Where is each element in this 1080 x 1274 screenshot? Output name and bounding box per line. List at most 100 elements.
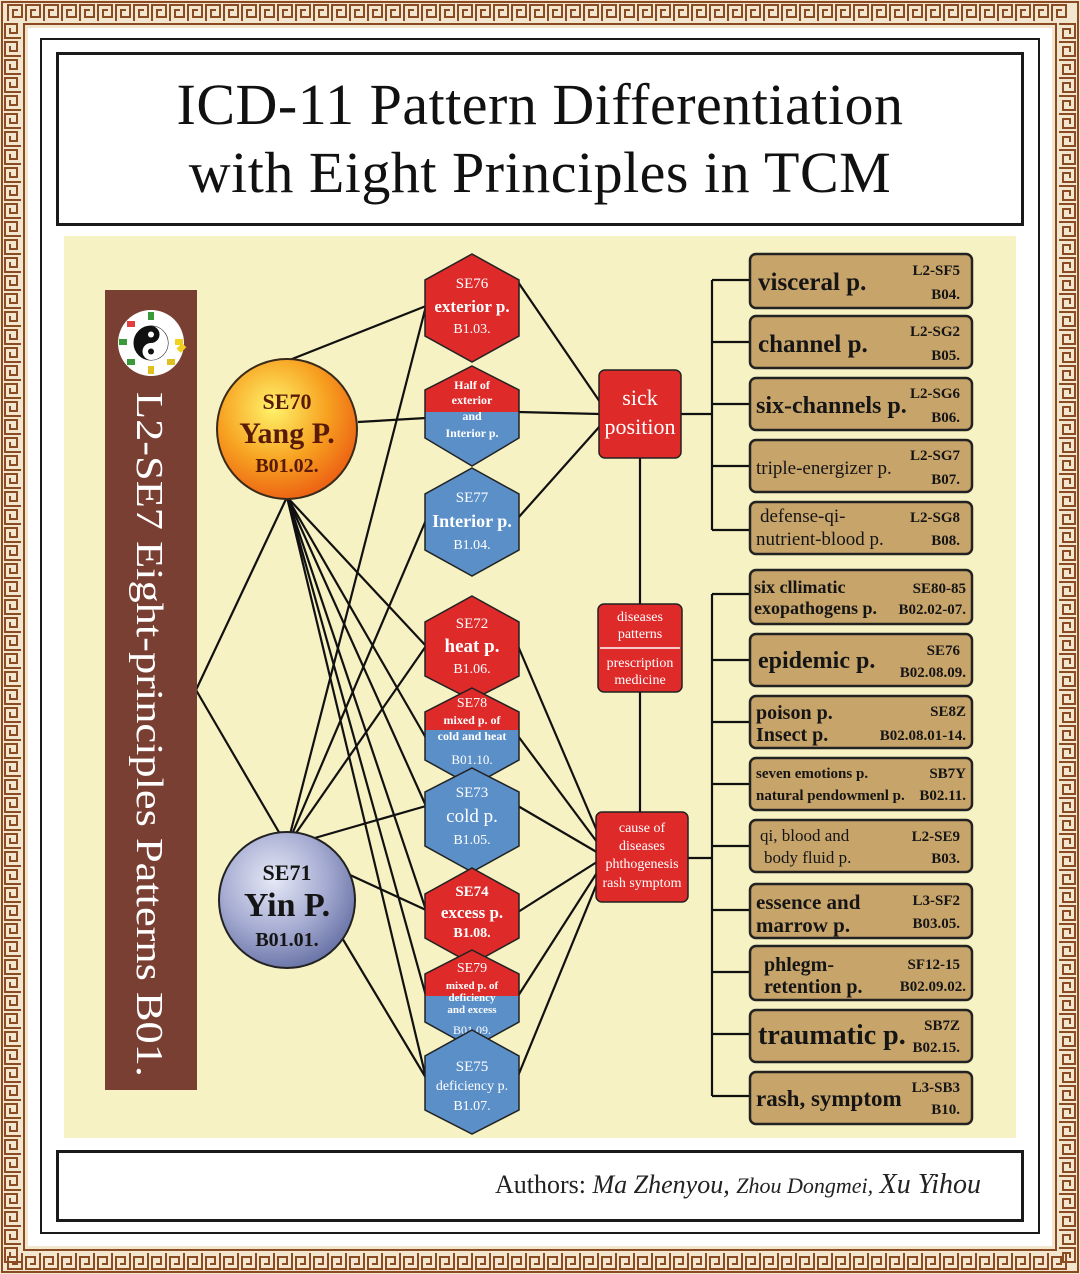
hex-deficiency-ref: B1.07. xyxy=(453,1099,490,1114)
diseases-patterns-line-1: diseases xyxy=(617,610,663,625)
box-emotions-line-2: natural pendowmenl p. xyxy=(756,788,905,804)
author-3: Xu Yihou xyxy=(879,1169,981,1200)
box-six-channels: six-channels p. L2-SG6 B06. xyxy=(748,376,974,432)
yang-ref: B01.02. xyxy=(255,455,318,477)
box-six-channels-code-2: B06. xyxy=(931,410,960,426)
connector-lines xyxy=(195,278,752,1098)
sidebar: L2-SE7 Eight-principles Patterns B01. xyxy=(105,290,197,1090)
box-essence-line-2: marrow p. xyxy=(756,913,850,937)
hex-half-line-1: Half of xyxy=(454,378,491,392)
box-phlegm: phlegm- retention p. SF12-15 B02.09.02. xyxy=(748,944,974,1002)
hex-excess-code: SE74 xyxy=(455,884,489,900)
box-phlegm-code-2: B02.09.02. xyxy=(900,979,967,995)
cause-line-4: rash symptom xyxy=(603,876,682,891)
hex-interior-ref: B1.04. xyxy=(453,538,490,553)
title-box: ICD-11 Pattern Differentiation with Eigh… xyxy=(56,52,1024,226)
prescription-medicine-line-2: medicine xyxy=(614,673,665,688)
title-line-2: with Eight Principles in TCM xyxy=(188,140,892,205)
box-epidemic-line-1: epidemic p. xyxy=(758,648,875,674)
hex-deficiency: SE75 deficiency p. B1.07. xyxy=(424,1029,520,1135)
hex-exterior-name: exterior p. xyxy=(434,297,509,316)
box-epidemic: epidemic p. SE76 B02.08.09. xyxy=(748,632,974,688)
hex-half-line-3: and xyxy=(462,409,482,423)
diseases-patterns-box: diseases patterns prescription medicine xyxy=(597,603,683,693)
box-channel: channel p. L2-SG2 B05. xyxy=(748,314,974,370)
box-epidemic-code-2: B02.08.09. xyxy=(900,665,967,681)
hex-heat-ref: B1.06. xyxy=(453,662,490,677)
box-poison: poison p. Insect p. SE8Z B02.08.01-14. xyxy=(748,694,974,750)
hex-half-line-2: exterior xyxy=(452,393,493,407)
box-essence-code-1: L3-SF2 xyxy=(912,893,960,909)
hex-heat: SE72 heat p. B1.06. xyxy=(424,595,520,701)
box-defense-line-2: nutrient-blood p. xyxy=(756,529,884,550)
sick-position-box: sick position xyxy=(598,369,682,459)
hex-half-exterior-interior: Half of exterior and Interior p. xyxy=(424,365,520,467)
yin-name: Yin P. xyxy=(244,887,330,924)
yang-name: Yang P. xyxy=(239,417,335,450)
hex-excess-name: excess p. xyxy=(441,903,503,922)
hex-deficiency-name: deficiency p. xyxy=(436,1079,508,1094)
box-traumatic-code-2: B02.15. xyxy=(912,1040,960,1056)
sick-position-line-2: position xyxy=(605,414,676,439)
box-qi-code-2: B03. xyxy=(931,851,960,867)
hex-mixed-de-code: SE79 xyxy=(457,961,487,976)
box-phlegm-line-1: phlegm- xyxy=(764,954,834,976)
box-defense-code-1: L2-SG8 xyxy=(910,510,960,526)
diseases-patterns-line-2: patterns xyxy=(618,627,662,642)
hex-mixed-de-line-2: deficiency xyxy=(448,992,496,1004)
hex-mixed-de-line-3: and excess xyxy=(447,1004,497,1016)
hex-cold-code: SE73 xyxy=(456,785,489,801)
box-qi-line-2: body fluid p. xyxy=(764,848,851,867)
box-emotions-code-2: B02.11. xyxy=(919,788,966,804)
hex-heat-code: SE72 xyxy=(456,616,489,632)
box-essence-code-2: B03.05. xyxy=(912,916,960,932)
hex-heat-name: heat p. xyxy=(445,636,500,657)
hex-interior-code: SE77 xyxy=(456,490,489,506)
box-poison-line-1: poison p. xyxy=(756,702,833,724)
sidebar-label: L2-SE7 Eight-principles Patterns B01. xyxy=(128,392,170,1077)
box-visceral-code-2: B04. xyxy=(931,287,960,303)
pattern-diagram: L2-SE7 Eight-principles Patterns B01. SE… xyxy=(105,252,974,1135)
cause-of-diseases-box: cause of diseases phthogenesis rash symp… xyxy=(595,811,689,903)
box-epidemic-code-1: SE76 xyxy=(927,643,961,659)
hexagon-nodes: SE76 exterior p. B1.03. Half of exterior… xyxy=(424,253,520,1135)
box-defense-qi: defense-qi- nutrient-blood p. L2-SG8 B08… xyxy=(748,500,974,556)
hex-interior-name: Interior p. xyxy=(432,511,512,531)
box-phlegm-code-1: SF12-15 xyxy=(908,957,961,973)
box-qi-code-1: L2-SE9 xyxy=(912,829,960,845)
box-six-channels-code-1: L2-SG6 xyxy=(910,386,961,402)
authors-box: Authors: Ma Zhenyou, Zhou Dongmei, Xu Yi… xyxy=(56,1150,1024,1222)
box-six-climatic: six cllimatic exopathogens p. SE80-85 B0… xyxy=(748,568,974,626)
hex-deficiency-code: SE75 xyxy=(456,1059,489,1075)
hex-interior: SE77 Interior p. B1.04. xyxy=(424,467,520,577)
box-defense-line-1: defense-qi- xyxy=(760,506,845,527)
hex-mixed-ch-ref: B01.10. xyxy=(451,752,492,767)
box-phlegm-line-2: retention p. xyxy=(764,976,863,998)
right-boxes: visceral p. L2-SF5 B04. channel p. L2-SG… xyxy=(748,252,974,1126)
hex-cold: SE73 cold p. B1.05. xyxy=(424,767,520,873)
box-rash-code-1: L3-SB3 xyxy=(912,1080,960,1096)
yang-node: SE70 Yang P. B01.02. xyxy=(216,358,358,500)
cause-line-1: cause of xyxy=(619,821,666,836)
box-visceral: visceral p. L2-SF5 B04. xyxy=(748,252,974,310)
sick-position-line-1: sick xyxy=(622,385,657,410)
hex-mixed-de-line-1: mixed p. of xyxy=(446,980,499,992)
box-triple-code-2: B07. xyxy=(931,472,960,488)
hex-exterior-code: SE76 xyxy=(456,276,489,292)
box-qi-blood: qi, blood and body fluid p. L2-SE9 B03. xyxy=(748,818,974,874)
box-essence-line-1: essence and xyxy=(756,890,861,914)
box-essence-marrow: essence and marrow p. L3-SF2 B03.05. xyxy=(748,882,974,940)
taiji-icon xyxy=(118,310,187,376)
prescription-medicine-line-1: prescription xyxy=(607,656,674,671)
center-boxes: sick position diseases patterns prescrip… xyxy=(595,369,689,903)
box-climatic-line-1: six cllimatic xyxy=(754,577,845,597)
box-visceral-line-1: visceral p. xyxy=(758,269,866,296)
box-triple-line-1: triple-energizer p. xyxy=(756,458,892,479)
hex-mixed-ch-code: SE78 xyxy=(457,696,487,711)
diagram-panel: L2-SE7 Eight-principles Patterns B01. SE… xyxy=(64,236,1016,1138)
box-climatic-code-2: B02.02-07. xyxy=(899,602,967,618)
box-climatic-line-2: exopathogens p. xyxy=(754,598,877,618)
cause-line-2: diseases xyxy=(619,839,665,854)
hex-half-line-4: Interior p. xyxy=(445,426,498,440)
box-seven-emotions: seven emotions p. natural pendowmenl p. … xyxy=(748,756,974,812)
